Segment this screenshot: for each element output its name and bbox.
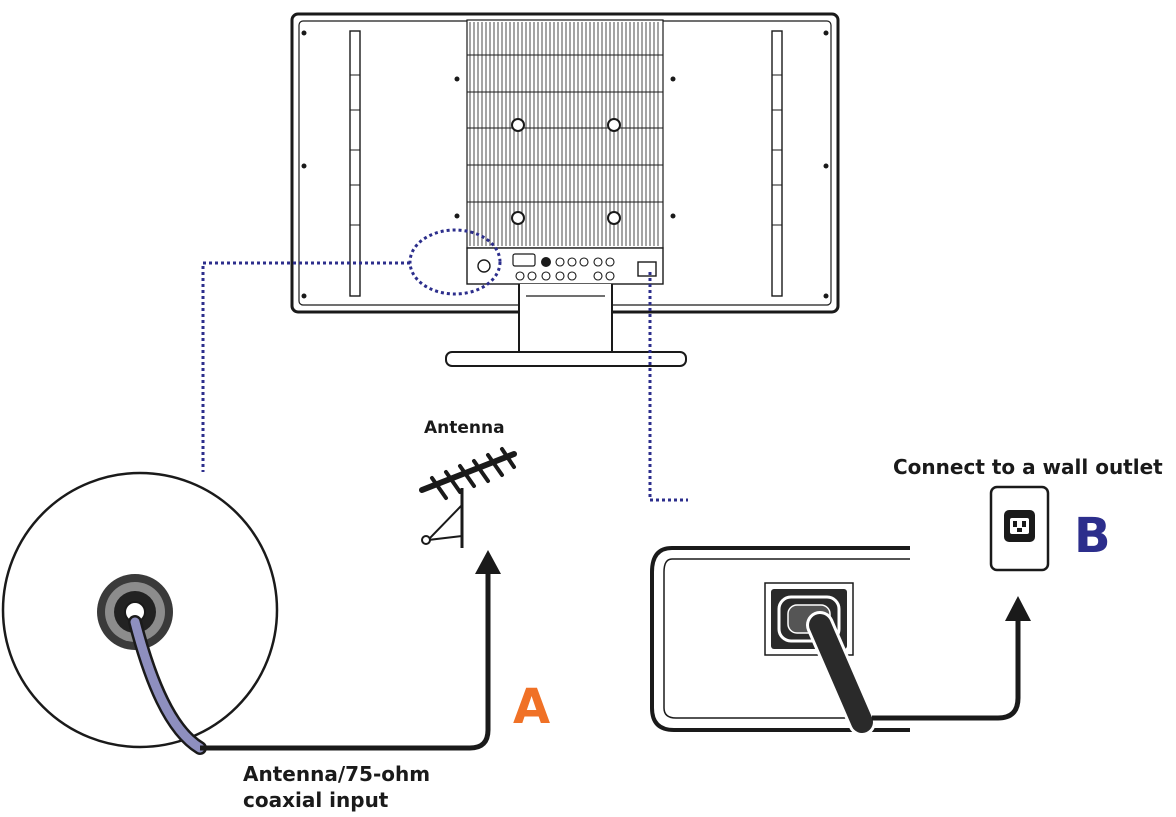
- dotted-guide-lines: [201, 228, 688, 502]
- antenna-icon: [419, 447, 517, 548]
- antenna-label: Antenna: [424, 418, 505, 438]
- tv-back-panel-icon: [290, 12, 840, 367]
- wall-outlet-icon: [989, 485, 1050, 572]
- coax-connector-icon: [1, 471, 279, 755]
- power-cable: [872, 620, 1021, 721]
- arrow-up-icon: [475, 550, 501, 574]
- power-plug-icon: [650, 546, 910, 736]
- antenna-cable: [200, 572, 491, 751]
- step-a-marker: A: [513, 679, 551, 735]
- arrow-up-icon: [1005, 596, 1031, 621]
- coax-input-label-line2: coaxial input: [243, 788, 389, 812]
- wall-outlet-label: Connect to a wall outlet: [893, 455, 1163, 479]
- step-b-marker: B: [1074, 508, 1111, 564]
- coax-input-label-line1: Antenna/75-ohm: [243, 762, 431, 786]
